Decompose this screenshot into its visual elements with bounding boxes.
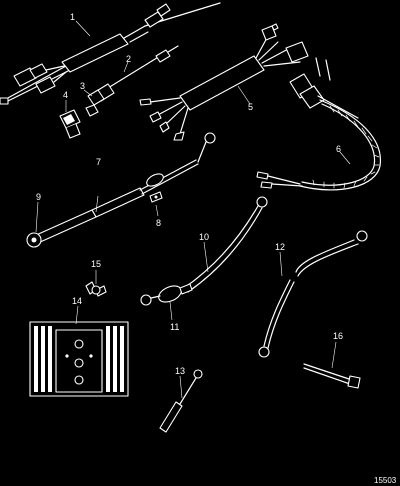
callout-5: 5	[248, 102, 253, 112]
part-12-ground-cable	[258, 230, 368, 358]
callout-10: 10	[199, 232, 209, 242]
callout-9: 9	[36, 192, 41, 202]
part-11-connector-boot	[140, 283, 193, 321]
part-5-harness-sleeve	[139, 23, 309, 141]
callout-15: 15	[91, 259, 101, 269]
part-4-clip	[59, 100, 81, 139]
callout-1: 1	[70, 12, 75, 22]
part-1-wiring-harness	[0, 2, 221, 105]
callout-2: 2	[126, 54, 131, 64]
callout-3: 3	[80, 81, 85, 91]
callout-12: 12	[275, 242, 285, 252]
part-13-sensor-lead	[159, 369, 203, 433]
part-8-terminal	[149, 191, 163, 217]
heat-sink-fins	[34, 326, 124, 392]
part-15-wing-nut	[85, 270, 107, 297]
part-7-cable	[91, 132, 216, 218]
callout-labels: 1 2 3 4 5 6 7 8 9 10 11 12 13 14 15 16	[36, 12, 343, 376]
callout-13: 13	[175, 366, 185, 376]
callout-7: 7	[96, 157, 101, 167]
callout-8: 8	[156, 218, 161, 228]
callout-4: 4	[63, 90, 68, 100]
part-3-connector	[83, 89, 105, 117]
callout-11: 11	[170, 322, 179, 332]
part-6-braided-harness	[256, 57, 382, 191]
figure-number: 15503	[374, 476, 397, 485]
part-14-rectifier	[29, 305, 129, 397]
part-10-ground-strap	[183, 196, 268, 293]
callout-14: 14	[72, 296, 82, 306]
callout-6: 6	[336, 144, 341, 154]
part-9-cable-eye	[26, 201, 97, 248]
part-16-tie-strap	[303, 341, 361, 389]
callout-16: 16	[333, 331, 343, 341]
